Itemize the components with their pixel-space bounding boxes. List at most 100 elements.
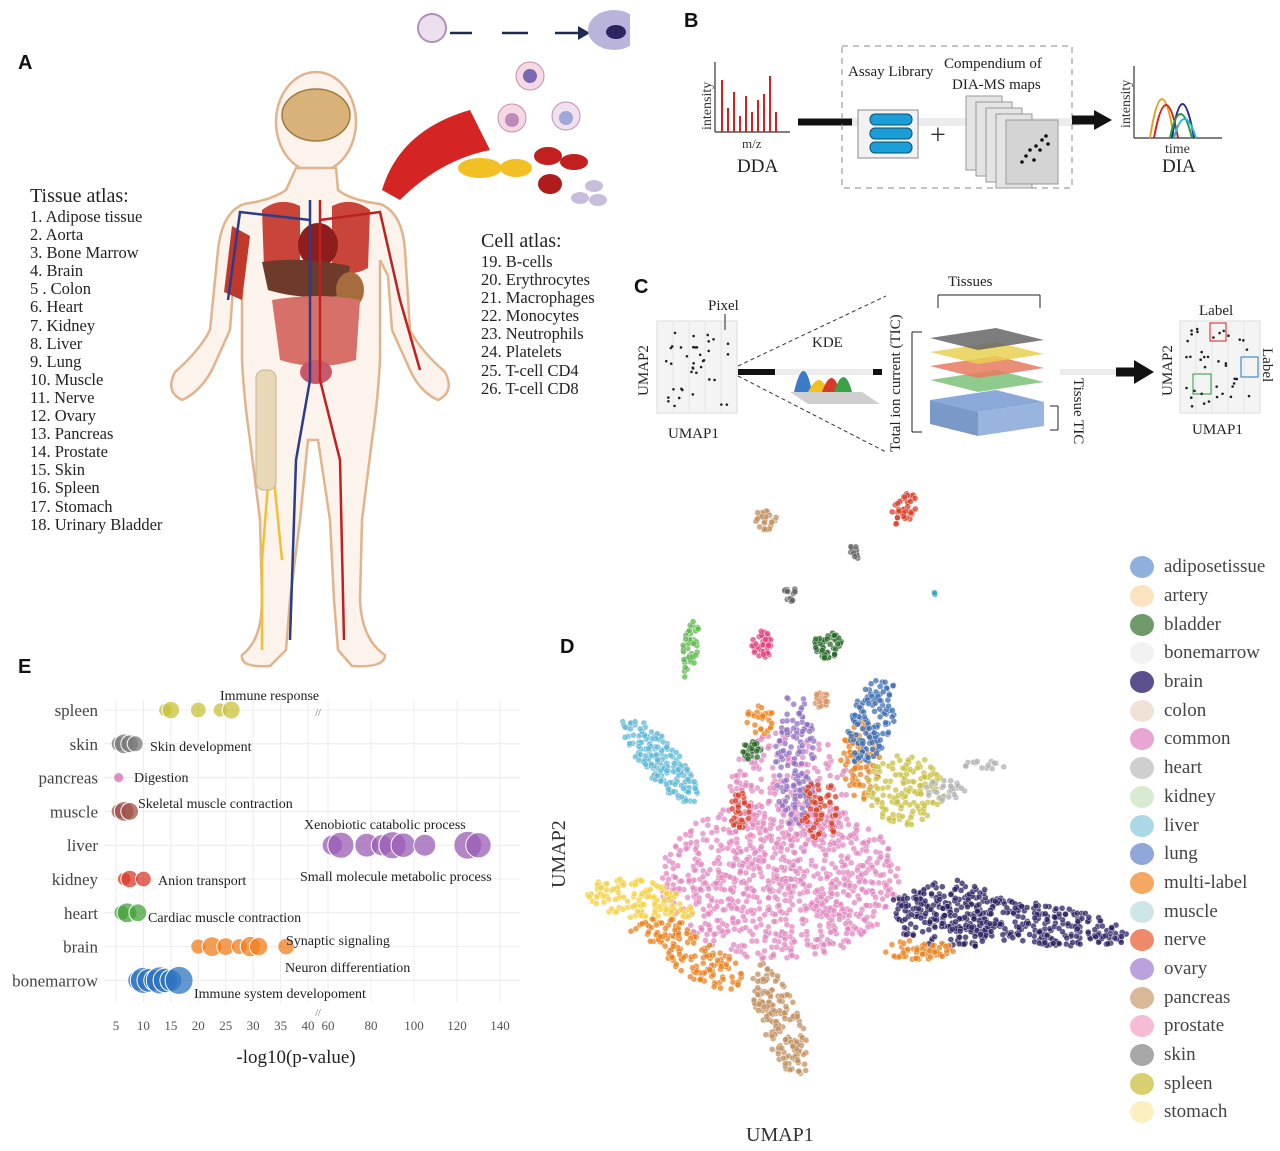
umap-point bbox=[789, 1042, 797, 1050]
umap-mini-dot bbox=[1185, 386, 1188, 390]
umap-point bbox=[756, 829, 764, 837]
umap-point bbox=[765, 744, 772, 752]
umap-point bbox=[662, 863, 669, 870]
umap-point bbox=[812, 644, 819, 651]
umap-point bbox=[716, 949, 724, 957]
umap-point bbox=[769, 854, 776, 861]
umap-cluster-prostate bbox=[748, 628, 774, 661]
legend-item-prostate: prostate bbox=[1130, 1012, 1265, 1041]
umap-point bbox=[674, 766, 682, 773]
legend-item-spleen: spleen bbox=[1130, 1069, 1265, 1098]
umap-cluster-colon bbox=[812, 689, 831, 711]
umap-point bbox=[819, 647, 826, 654]
cell-item: 22. Monocytes bbox=[481, 306, 580, 326]
umap-point bbox=[853, 827, 861, 834]
umap-point bbox=[824, 873, 831, 880]
umap-point bbox=[976, 893, 983, 901]
umap-point bbox=[1015, 924, 1023, 931]
legend-item-multi-label: multi-label bbox=[1130, 869, 1265, 898]
umap-point bbox=[841, 875, 848, 882]
umap-point bbox=[957, 928, 964, 935]
umap-point bbox=[671, 926, 679, 934]
umap-cluster-brain bbox=[893, 877, 1007, 951]
umap-point bbox=[682, 797, 690, 804]
umap-mini-dot bbox=[1212, 336, 1215, 339]
umap-point bbox=[597, 884, 605, 891]
umap-point bbox=[736, 756, 743, 763]
umap-cluster-pancreas bbox=[750, 960, 810, 1077]
umap-point bbox=[770, 1006, 777, 1014]
umap-point bbox=[662, 906, 670, 913]
umap-point bbox=[806, 882, 813, 889]
umap-point bbox=[754, 984, 761, 991]
umap-point bbox=[1091, 926, 1099, 933]
legend-swatch bbox=[1130, 728, 1154, 751]
umap-point bbox=[690, 939, 697, 947]
umap-point bbox=[974, 907, 981, 915]
umap-point bbox=[876, 697, 883, 704]
umap-point bbox=[695, 898, 703, 906]
umap-cluster-ovary bbox=[772, 694, 818, 827]
umap-point bbox=[903, 771, 910, 778]
umap-point bbox=[791, 796, 799, 803]
legend-label: lung bbox=[1164, 843, 1198, 865]
umap-point bbox=[809, 833, 817, 840]
umap-cluster-multi-label bbox=[882, 937, 957, 963]
umap-point bbox=[793, 1038, 800, 1046]
umap-mini-dot bbox=[1231, 385, 1234, 388]
umap-point bbox=[905, 788, 912, 795]
umap-point bbox=[732, 854, 739, 862]
umap-point bbox=[753, 894, 761, 901]
umap-mini-dot bbox=[679, 346, 683, 349]
umap-point bbox=[778, 818, 785, 825]
umap-point bbox=[782, 878, 790, 885]
umap-point bbox=[665, 786, 672, 793]
umap-point bbox=[813, 912, 821, 919]
umap-point bbox=[693, 838, 700, 846]
umap-point bbox=[923, 784, 930, 791]
umap-mini-dot bbox=[707, 340, 710, 343]
umap-point bbox=[840, 750, 848, 757]
umap-point bbox=[892, 786, 899, 794]
umap-point bbox=[902, 903, 910, 910]
umap-point bbox=[902, 799, 909, 806]
umap-point bbox=[740, 913, 747, 920]
umap-mini-dot bbox=[1227, 334, 1230, 338]
bubble-series-heart bbox=[113, 902, 148, 924]
umap-mini-dot bbox=[685, 355, 689, 358]
umap-point bbox=[690, 640, 698, 647]
umap-point bbox=[820, 865, 827, 872]
umap1-right: UMAP1 bbox=[1192, 422, 1243, 438]
umap-point bbox=[783, 694, 791, 702]
umap-point bbox=[768, 720, 775, 727]
umap-point bbox=[804, 941, 811, 948]
umap-point bbox=[757, 921, 765, 928]
umap-point bbox=[678, 967, 685, 974]
umap-point bbox=[691, 778, 698, 785]
umap-point bbox=[714, 917, 721, 924]
dda-xlabel: m/z bbox=[742, 136, 762, 151]
umap-mini-dot bbox=[1189, 355, 1192, 359]
umap-mini-dot bbox=[1232, 382, 1236, 385]
umap-point bbox=[782, 806, 789, 814]
umap-point bbox=[809, 744, 816, 752]
umap-point bbox=[892, 872, 900, 880]
umap-point bbox=[732, 960, 739, 967]
umap-point bbox=[790, 782, 797, 789]
umap-mini-dot bbox=[1193, 389, 1196, 393]
umap-point bbox=[855, 754, 862, 762]
umap-point bbox=[867, 680, 875, 687]
umap-point bbox=[1118, 933, 1125, 940]
umap-point bbox=[656, 933, 664, 940]
umap-point bbox=[738, 970, 745, 977]
umap-point bbox=[774, 782, 781, 789]
umap-mini-dot bbox=[1238, 338, 1242, 341]
y-category-label: pancreas bbox=[39, 769, 98, 788]
umap-mini-dot bbox=[1206, 355, 1210, 359]
umap-point bbox=[772, 930, 779, 938]
umap-point bbox=[783, 921, 791, 928]
umap-point bbox=[760, 1003, 768, 1010]
umap-mini-dot bbox=[1202, 402, 1206, 405]
umap-point bbox=[956, 934, 963, 941]
